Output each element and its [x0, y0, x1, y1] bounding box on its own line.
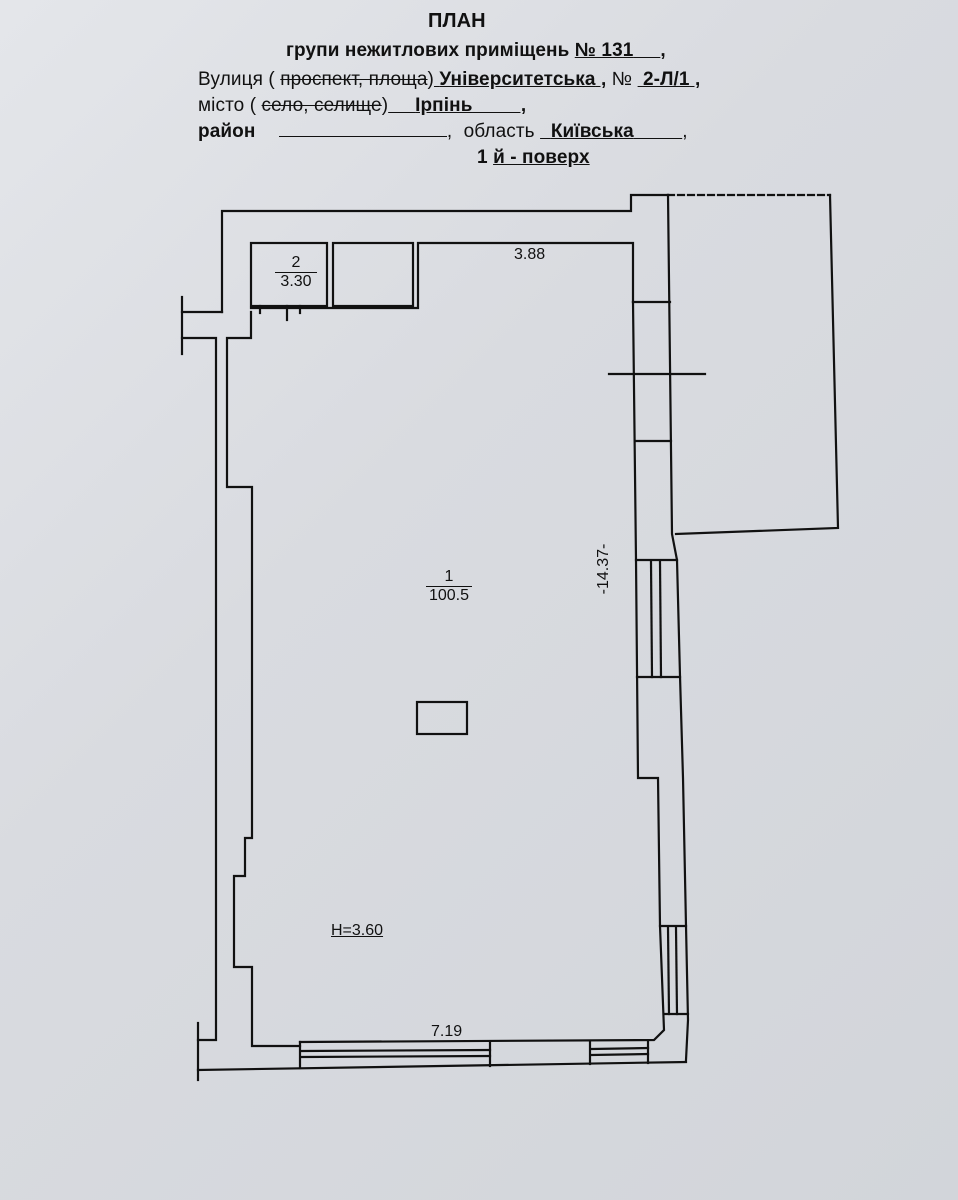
outer-top-wall [220, 193, 670, 314]
outer-bottom-wall [196, 1060, 688, 1072]
dimension-right-length: -14.37- [595, 543, 612, 595]
right-window-upper [649, 560, 654, 679]
inner-top-wall [249, 241, 635, 310]
dimension-top-width: 3.88 [514, 246, 546, 263]
comma: , [660, 40, 666, 61]
street-label: Вулиця ( [198, 69, 275, 90]
district-line: район , область Київська , [198, 121, 688, 142]
room-1-number: 1 [444, 568, 454, 585]
outer-left-wall-lower [180, 336, 218, 1042]
plan-title: ПЛАН [428, 10, 486, 32]
city-value: Ірпінь , [415, 95, 527, 116]
district-label: район [198, 121, 256, 142]
room-2-outline [249, 241, 329, 308]
right-window-lower [666, 926, 671, 1016]
street-line: Вулиця ( проспект, площа) Університетськ… [198, 69, 700, 91]
room-2-area: 3.30 [275, 272, 317, 291]
inner-right-wall [298, 300, 666, 1044]
room-2-label: 2 3.30 [275, 254, 317, 291]
dimension-bottom-width: 7.19 [431, 1023, 463, 1040]
number-value: 2-Л/1 , [642, 69, 701, 90]
region-label: область [463, 121, 535, 142]
bottom-window-1 [300, 1048, 492, 1053]
subtitle-line: групи нежитлових приміщень № 131 , [286, 40, 666, 62]
inner-left-wall [225, 310, 302, 1048]
city-struck: село, селище [261, 95, 382, 116]
ceiling-height: H=3.60 [331, 922, 384, 939]
floor-value: й - поверх [493, 147, 590, 168]
bottom-window-2 [590, 1046, 650, 1051]
storage-outline [331, 241, 415, 308]
document-header: ПЛАН групи нежитлових приміщень № 131 , … [0, 0, 958, 180]
subtitle-prefix: групи нежитлових приміщень [286, 40, 570, 61]
number-label: № [611, 69, 633, 90]
street-close: ) [427, 69, 434, 90]
street-struck: проспект, площа [280, 69, 428, 90]
city-label: місто ( [198, 95, 257, 116]
floor-prefix: 1 [477, 147, 488, 168]
room-1-label: 1 100.5 [426, 568, 472, 605]
group-number: № 131 [574, 40, 634, 61]
region-value: Київська [550, 121, 634, 142]
room-1-area: 100.5 [426, 586, 472, 605]
city-close: ) [381, 95, 389, 116]
street-value: Університетська , [439, 69, 607, 90]
room-2-number: 2 [291, 254, 301, 271]
district-value [278, 122, 447, 137]
city-line: місто ( село, селище) Ірпінь , [198, 95, 526, 117]
annex-outline [674, 193, 840, 536]
column-outline [415, 700, 469, 736]
floor-line: 1 й - поверх [477, 147, 590, 169]
outer-right-wall [666, 193, 690, 1062]
